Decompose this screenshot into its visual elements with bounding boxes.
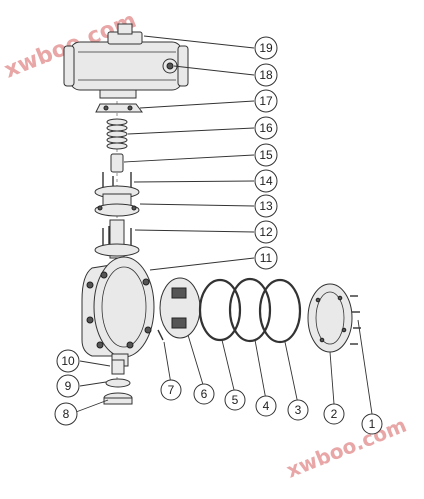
callout-9: 9 bbox=[56, 374, 80, 398]
pneumatic-actuator bbox=[63, 23, 189, 99]
seal-ring-4 bbox=[228, 277, 272, 343]
svg-text:11: 11 bbox=[260, 251, 273, 265]
bottom-cap bbox=[103, 392, 133, 405]
callout-17: 17 bbox=[254, 89, 278, 113]
svg-text:16: 16 bbox=[259, 121, 273, 135]
valve-disc bbox=[159, 277, 201, 339]
valve-body bbox=[81, 256, 155, 367]
svg-text:14: 14 bbox=[259, 174, 273, 188]
bottom-bushing bbox=[111, 359, 125, 375]
svg-text:4: 4 bbox=[263, 399, 270, 413]
callout-8: 8 bbox=[54, 402, 78, 426]
svg-text:17: 17 bbox=[259, 94, 273, 108]
callout-10: 10 bbox=[56, 349, 80, 373]
callout-15: 15 bbox=[254, 143, 278, 167]
callout-11: 11 bbox=[254, 246, 278, 270]
svg-text:3: 3 bbox=[295, 403, 302, 417]
callout-7: 7 bbox=[160, 379, 182, 401]
callout-14: 14 bbox=[254, 169, 278, 193]
svg-text:13: 13 bbox=[259, 199, 273, 213]
taper-pin bbox=[157, 329, 164, 341]
svg-text:1: 1 bbox=[369, 417, 376, 431]
bottom-washer bbox=[105, 378, 131, 388]
gland-flange bbox=[94, 185, 140, 217]
mounting-plate bbox=[95, 103, 143, 113]
seal-ring-3 bbox=[258, 278, 302, 344]
callout-13: 13 bbox=[254, 194, 278, 218]
svg-text:10: 10 bbox=[61, 354, 75, 368]
svg-text:15: 15 bbox=[259, 148, 273, 162]
callout-4: 4 bbox=[255, 395, 277, 417]
callout-2: 2 bbox=[323, 403, 345, 425]
spring-washers bbox=[106, 118, 128, 150]
svg-text:2: 2 bbox=[331, 407, 338, 421]
callout-12: 12 bbox=[254, 220, 278, 244]
callout-16: 16 bbox=[254, 116, 278, 140]
retaining-ring bbox=[307, 283, 353, 353]
retaining-screws bbox=[350, 295, 361, 345]
callout-3: 3 bbox=[287, 399, 309, 421]
svg-text:9: 9 bbox=[65, 379, 72, 393]
seal-ring-5 bbox=[198, 278, 242, 342]
svg-text:5: 5 bbox=[232, 393, 239, 407]
callout-1: 1 bbox=[361, 413, 383, 435]
svg-text:7: 7 bbox=[168, 383, 175, 397]
bushing bbox=[110, 153, 124, 173]
callout-6: 6 bbox=[193, 383, 215, 405]
svg-text:8: 8 bbox=[63, 407, 70, 421]
svg-text:18: 18 bbox=[259, 68, 273, 82]
callout-19: 19 bbox=[254, 36, 278, 60]
body-neck bbox=[94, 219, 140, 259]
svg-text:19: 19 bbox=[259, 41, 273, 55]
svg-text:12: 12 bbox=[259, 225, 273, 239]
watermark-bottom: xwboo.com bbox=[283, 413, 410, 483]
leader-lines bbox=[75, 35, 373, 415]
callout-5: 5 bbox=[224, 389, 246, 411]
svg-text:6: 6 bbox=[201, 387, 208, 401]
callout-18: 18 bbox=[254, 63, 278, 87]
